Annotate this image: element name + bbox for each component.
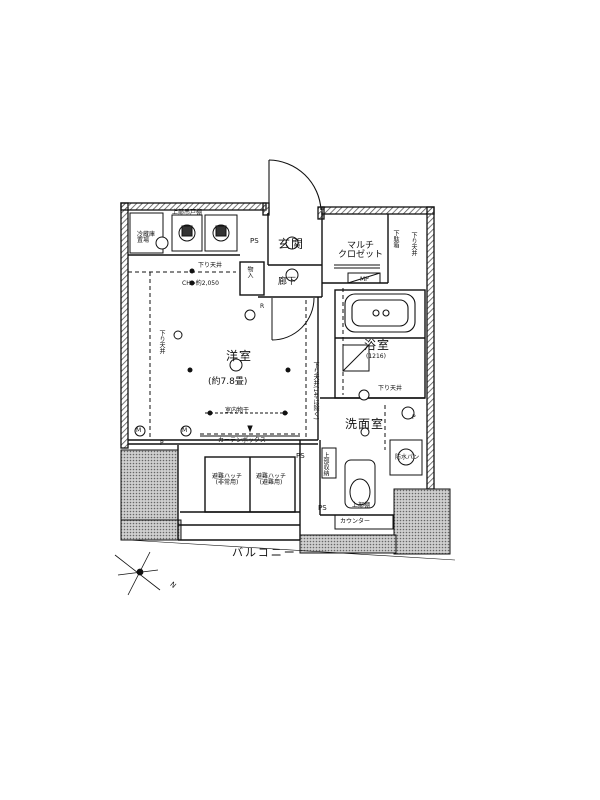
western-room-label: 洋室	[226, 349, 253, 363]
curtain-box-label: カーテンボックス	[218, 437, 266, 444]
ps-label-2: PS	[318, 504, 327, 512]
outer-walls	[120, 202, 435, 490]
ceiling-height-label: CH=約2,050	[182, 280, 219, 287]
ps-label-3: PS	[296, 452, 305, 460]
r-label: R	[260, 303, 265, 310]
bathtub	[344, 293, 416, 333]
compass-icon	[114, 551, 161, 596]
shoes-label: 下駄箱	[392, 230, 399, 248]
spot-dots	[187, 268, 291, 373]
drop-ceiling-left: 下り天井	[158, 330, 165, 354]
ceiling-lights	[134, 236, 370, 437]
hall-label: 廊下	[278, 277, 297, 287]
m-label-1: M	[136, 427, 142, 434]
entrance-door	[268, 159, 322, 213]
drop-ceiling-right: 下り天井	[410, 232, 417, 256]
cabinet-top-label: 上部吊戸棚	[172, 209, 203, 216]
top-shelf-label: 上部棚	[352, 502, 371, 509]
pan-label: 防水パン	[395, 454, 420, 461]
western-room-size: (約7.8畳)	[208, 377, 248, 387]
storage-label: 物入	[246, 266, 253, 278]
m-label-2: M	[182, 427, 188, 434]
closet-door	[334, 264, 381, 284]
washroom-fixtures	[321, 406, 423, 530]
p-label-2: P	[412, 414, 416, 421]
multi-closet-label: マルチ クロゼット	[338, 241, 384, 260]
kitchen-fixtures	[129, 212, 238, 254]
hatch-label-2: 避難ハッチ (避難用)	[256, 473, 287, 486]
counter-label: カウンター	[340, 518, 371, 525]
balcony-structure	[120, 449, 451, 555]
p-label-1: P	[160, 440, 164, 447]
drop-ceiling-top: 下り天井	[198, 262, 223, 269]
wash-shelf-label: 上部収納	[322, 452, 329, 476]
mp-label: MP	[360, 276, 369, 283]
indoor-rail-label: 室内物干	[225, 407, 250, 414]
bath-door	[342, 344, 370, 372]
bath-size-label: (1216)	[366, 353, 386, 360]
entrance-label: 玄関	[278, 237, 305, 251]
curtain-box	[200, 410, 300, 437]
drop-ceiling-hall: 下り天井(14Fは除く)	[312, 362, 319, 420]
hatch-label-1: 避難ハッチ (非常用)	[212, 473, 243, 486]
bath-label: 浴室	[364, 338, 391, 352]
drop-ceiling-bath: 下り天井	[378, 385, 403, 392]
ps-label-1: PS	[250, 237, 259, 245]
washroom-label: 洗面室	[345, 417, 385, 431]
hall-door	[271, 297, 315, 341]
balcony-label: バルコニー	[232, 546, 297, 559]
fridge-label: 冷蔵庫 置場	[137, 231, 156, 244]
